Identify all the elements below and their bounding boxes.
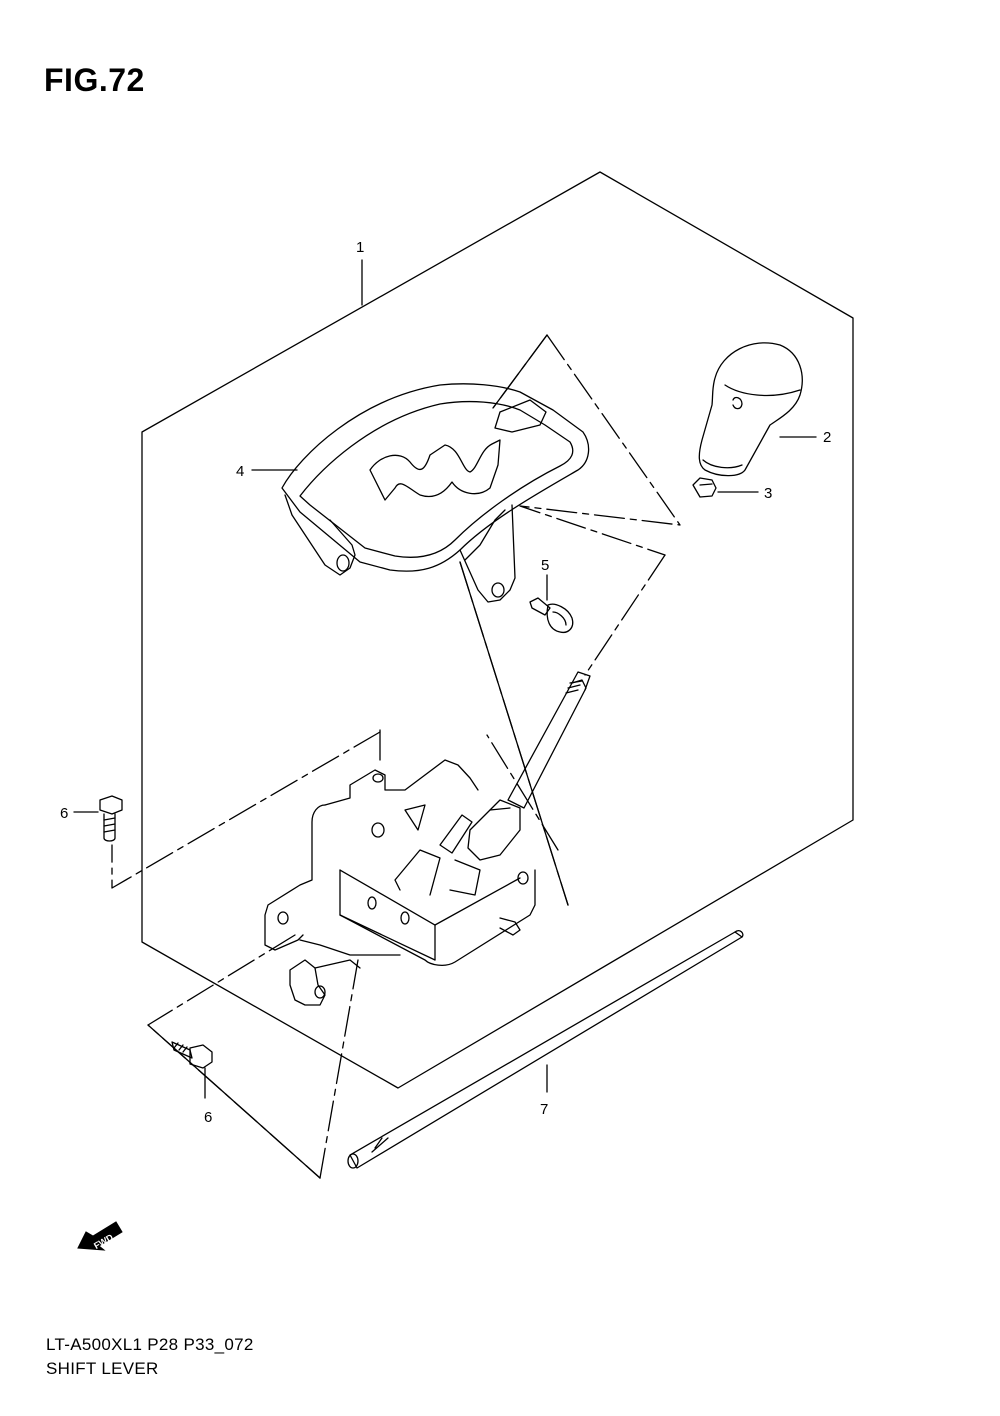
callout-1: 1: [356, 239, 364, 256]
callout-3: 3: [764, 485, 772, 502]
shift-rod-upper: [507, 671, 591, 809]
bolt-part-6-upper: [99, 795, 123, 842]
figure-title: FIG.72: [44, 62, 145, 98]
callout-4: 4: [236, 463, 244, 480]
assembly-name: SHIFT LEVER: [46, 1359, 159, 1378]
callout-6-upper: 6: [60, 805, 68, 822]
forward-arrow-icon: FWD: [77, 1221, 123, 1251]
callout-5: 5: [541, 557, 549, 574]
gear-knob: [698, 342, 803, 477]
bolt-part-6-lower: [171, 1041, 213, 1069]
assembly-connection-lines: [111, 334, 681, 1179]
callout-6-lower: 6: [204, 1109, 212, 1126]
callout-2: 2: [823, 429, 831, 446]
shift-guide-cover: [281, 383, 590, 603]
knob-nut: [692, 477, 717, 498]
model-code: LT-A500XL1 P28 P33_072: [46, 1335, 254, 1354]
bolt-part-5: [529, 597, 574, 634]
callout-7: 7: [540, 1101, 548, 1118]
assembly-outline: [141, 171, 854, 1089]
shift-rod-part-7: [347, 930, 744, 1169]
shift-lever-bracket: [264, 759, 536, 1006]
